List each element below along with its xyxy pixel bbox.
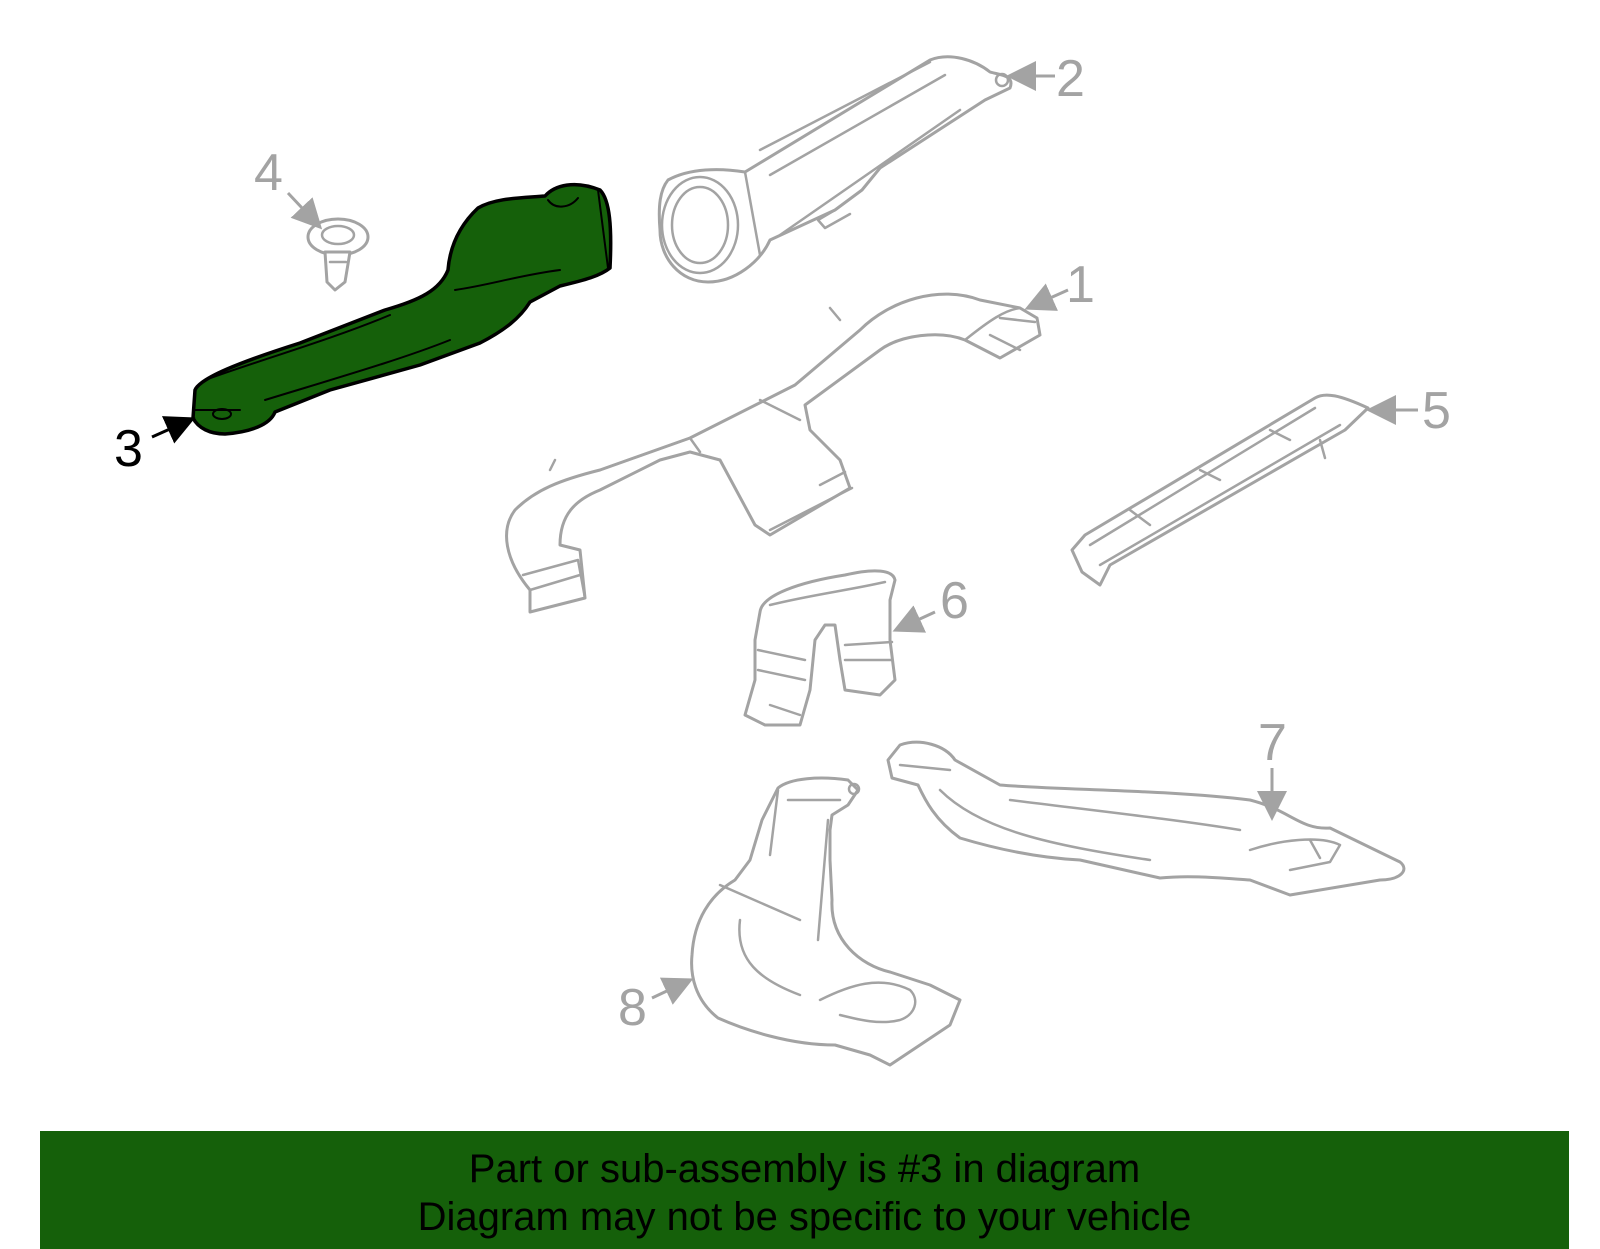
callout-6: 6 bbox=[940, 572, 969, 630]
part-8-duct bbox=[690, 776, 962, 1067]
part-6-outlet bbox=[743, 569, 897, 727]
callout-4-leader bbox=[286, 191, 323, 230]
callout-1: 1 bbox=[1066, 256, 1095, 314]
callout-2: 2 bbox=[1056, 50, 1085, 108]
part-3-duct-highlighted bbox=[191, 182, 613, 436]
callout-8: 8 bbox=[618, 979, 647, 1037]
callout-6-leader bbox=[892, 605, 936, 633]
part-5-bracket bbox=[1070, 393, 1370, 587]
callout-4: 4 bbox=[254, 144, 283, 202]
part-2-duct bbox=[657, 55, 1013, 284]
callout-5: 5 bbox=[1422, 382, 1451, 440]
part-1-duct bbox=[505, 292, 1042, 614]
part-7-duct bbox=[886, 740, 1406, 897]
parts-diagram: 2 1 4 5 6 7 8 3 bbox=[114, 50, 1451, 1067]
callout-3-leader bbox=[151, 416, 196, 444]
banner-line-2: Diagram may not be specific to your vehi… bbox=[417, 1195, 1192, 1239]
info-banner: Part or sub-assembly is #3 in diagram Di… bbox=[40, 1131, 1569, 1249]
banner-line-1: Part or sub-assembly is #3 in diagram bbox=[468, 1147, 1141, 1191]
callout-8-leader bbox=[651, 977, 694, 1005]
callout-3: 3 bbox=[114, 420, 143, 478]
callout-7: 7 bbox=[1258, 714, 1287, 772]
callout-1-leader bbox=[1024, 283, 1069, 311]
part-4-clip bbox=[306, 217, 370, 292]
